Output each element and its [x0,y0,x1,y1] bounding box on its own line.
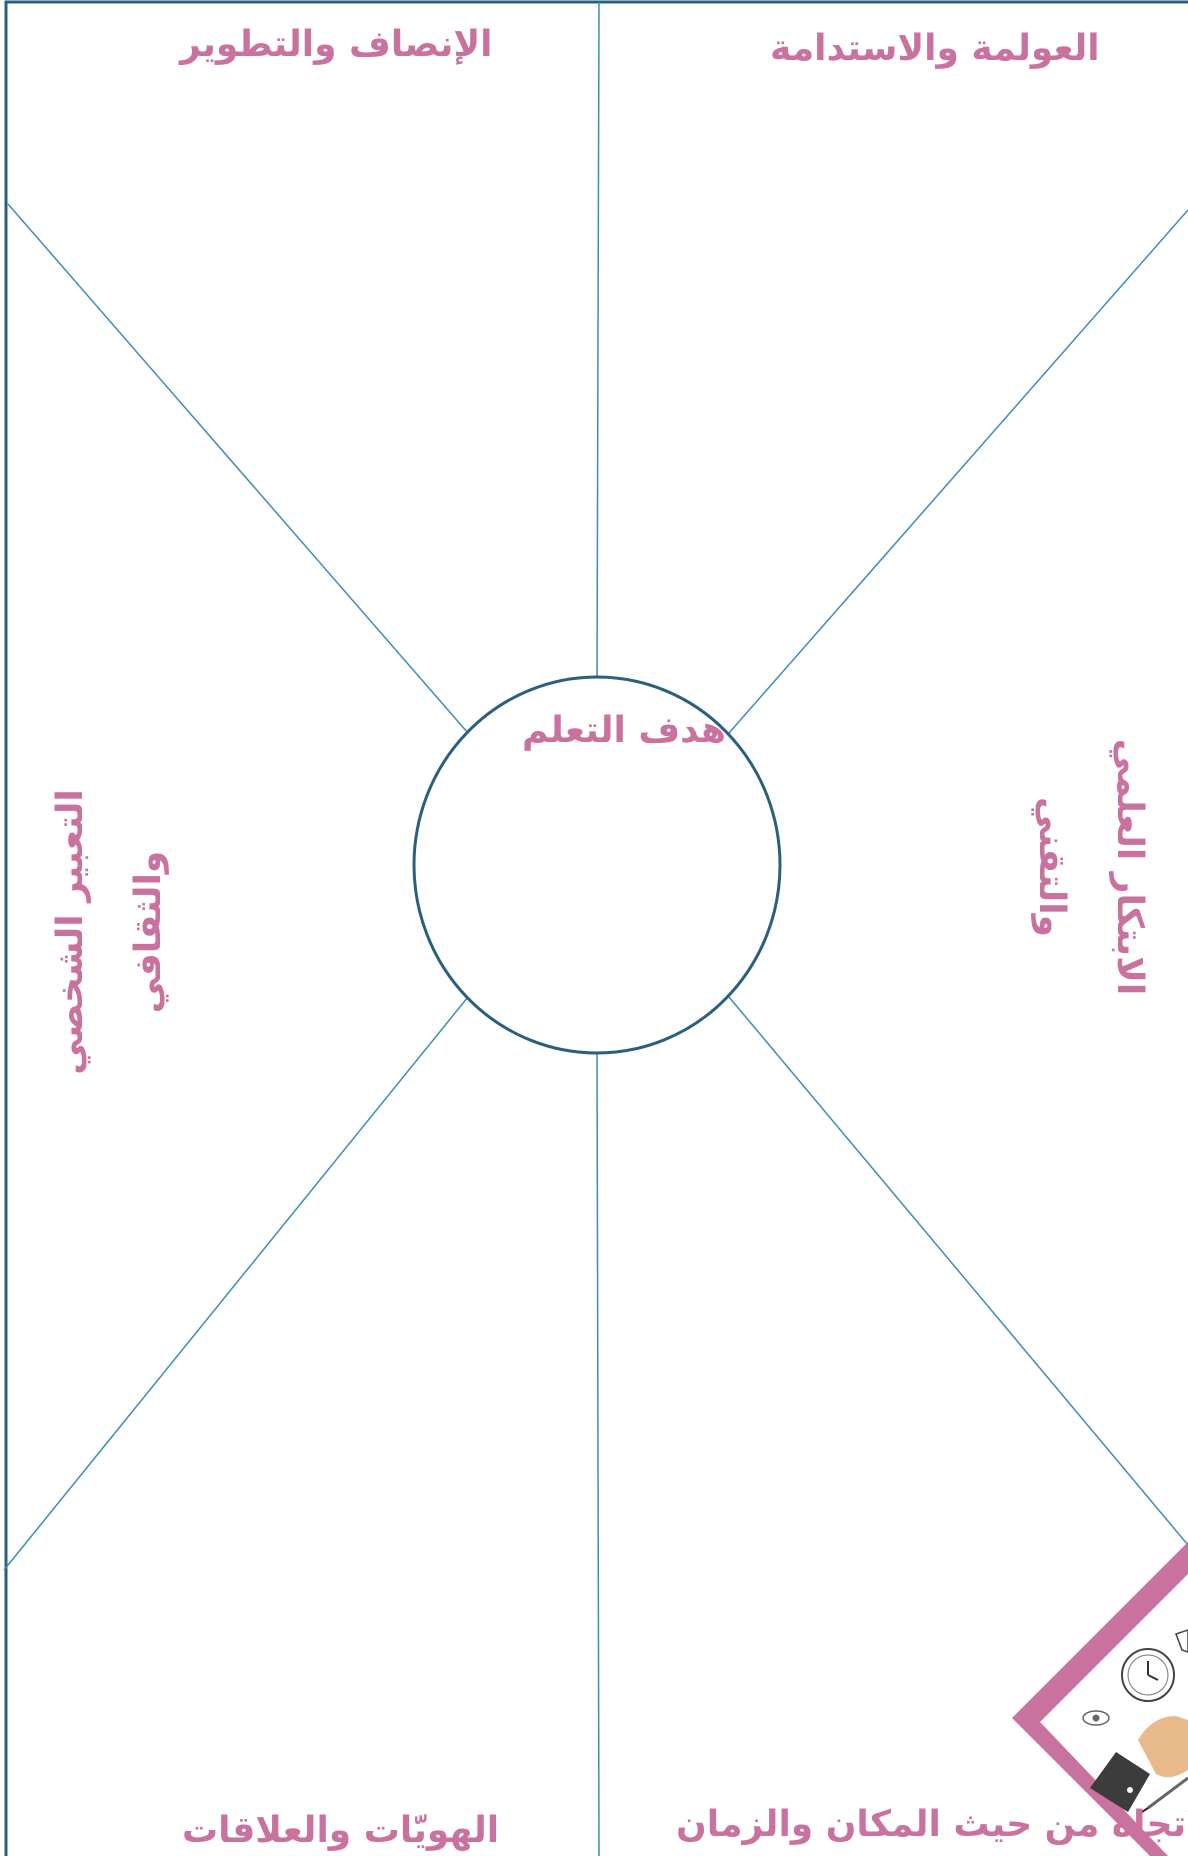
label-top-right: العولمة والاستدامة [770,26,1100,73]
label-right: الابتكار العلمي والتقني [1012,739,1168,996]
diagonal-bottom-right [729,997,1188,1545]
label-left-line2: والثقافي [110,789,188,1075]
label-top-left: الإنصاف والتطوير [180,22,493,69]
center-label: هدف التعلم [522,708,726,755]
label-left-line1: التعبير الشخصي [32,789,110,1075]
label-right-line2: والتقني [1012,739,1090,996]
label-left: التعبير الشخصي والثقافي [32,789,188,1075]
divider-bottom [597,1053,599,1856]
diagonal-bottom-left [4,997,468,1570]
diagonal-top-right [729,210,1188,733]
label-right-line1: الابتكار العلمي [1090,739,1168,996]
label-bottom-left: الهويّات والعلاقات [182,1808,499,1855]
divider-top [597,2,599,677]
clock-icon [1122,1649,1174,1701]
label-bottom-right: الاتجاه من حيث المكان والزمان [676,1802,1188,1849]
diagonal-top-left [8,204,468,733]
